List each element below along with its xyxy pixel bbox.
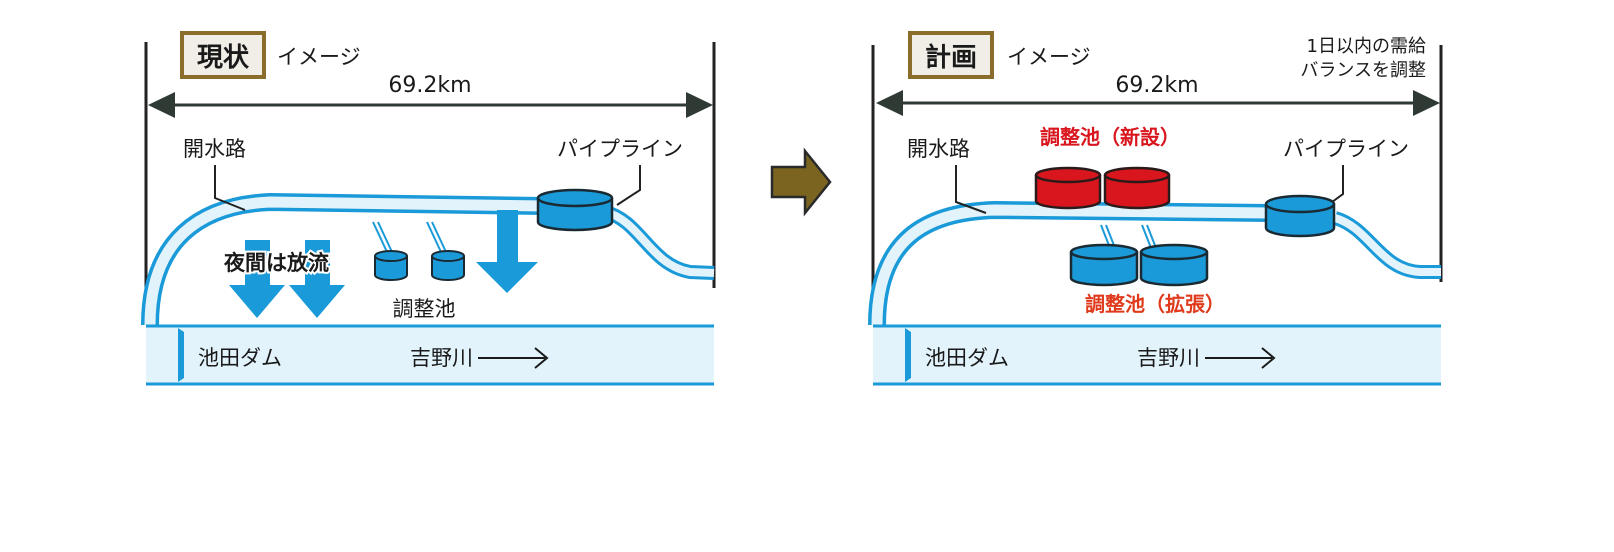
note-line-2: バランスを調整 xyxy=(1300,60,1426,81)
canal-leader-line xyxy=(214,165,246,211)
canal-fill xyxy=(144,196,546,326)
dam-label: 池田ダム xyxy=(925,346,1009,370)
canal-leader-line xyxy=(955,165,987,214)
pipeline-fill xyxy=(603,208,715,277)
river-fill xyxy=(873,326,1441,384)
release-arrow-2 xyxy=(289,240,345,318)
distance-label: 69.2km xyxy=(1115,73,1198,98)
release-arrow-1 xyxy=(229,240,285,318)
current-panel: 現状 イメージ 69.2km 開水路 パイプライン xyxy=(141,31,716,386)
title-box-text: 計画 xyxy=(925,42,977,73)
river-label: 吉野川 xyxy=(410,346,473,370)
expanded-pond-label: 調整池（拡張） xyxy=(1085,292,1225,316)
night-release-label: 夜間は放流 xyxy=(223,251,329,275)
flow-direction-arrow-icon xyxy=(478,347,549,369)
distance-label: 69.2km xyxy=(388,73,471,98)
regulating-pond-small-2 xyxy=(426,221,465,281)
regulating-pond-small-1 xyxy=(372,221,408,281)
note-line-1: 1日以内の需給 xyxy=(1307,36,1426,57)
expanded-regulating-pond-2 xyxy=(1139,224,1209,287)
river-label: 吉野川 xyxy=(1137,346,1200,370)
pipeline-tank xyxy=(1264,194,1336,238)
canal-label: 開水路 xyxy=(183,137,246,161)
expanded-regulating-pond-1 xyxy=(1069,224,1139,287)
title-box-text: 現状 xyxy=(197,43,250,73)
release-arrow-3 xyxy=(476,210,538,293)
new-regulating-pond-2 xyxy=(1103,166,1171,210)
flow-direction-arrow-icon xyxy=(1205,347,1276,369)
pipeline-label: パイプライン xyxy=(1283,137,1409,161)
canal-label: 開水路 xyxy=(907,137,970,161)
transition-arrow-icon xyxy=(770,147,832,217)
title-suffix: イメージ xyxy=(1007,45,1091,69)
title-box xyxy=(180,31,266,79)
dam-icon xyxy=(905,328,911,382)
river-fill xyxy=(146,326,714,384)
arrow-right-icon xyxy=(1413,90,1440,116)
pipeline-label: パイプライン xyxy=(557,137,683,161)
new-regulating-pond-1 xyxy=(1034,166,1102,210)
pond-label: 調整池 xyxy=(393,297,456,321)
title-suffix: イメージ xyxy=(277,45,361,69)
dam-icon xyxy=(178,328,184,382)
title-box xyxy=(908,31,994,79)
plan-panel: 計画 イメージ 1日以内の需給 バランスを調整 69.2km 開水路 パイプライ… xyxy=(868,31,1443,386)
new-pond-label: 調整池（新設） xyxy=(1040,125,1180,149)
dam-label: 池田ダム xyxy=(198,346,282,370)
arrow-left-icon xyxy=(876,90,903,116)
arrow-right-icon xyxy=(686,92,713,118)
pipeline-leader-line xyxy=(616,165,641,206)
pipeline-fill xyxy=(1333,214,1441,276)
pipeline-tank xyxy=(536,188,614,232)
arrow-left-icon xyxy=(148,92,175,118)
